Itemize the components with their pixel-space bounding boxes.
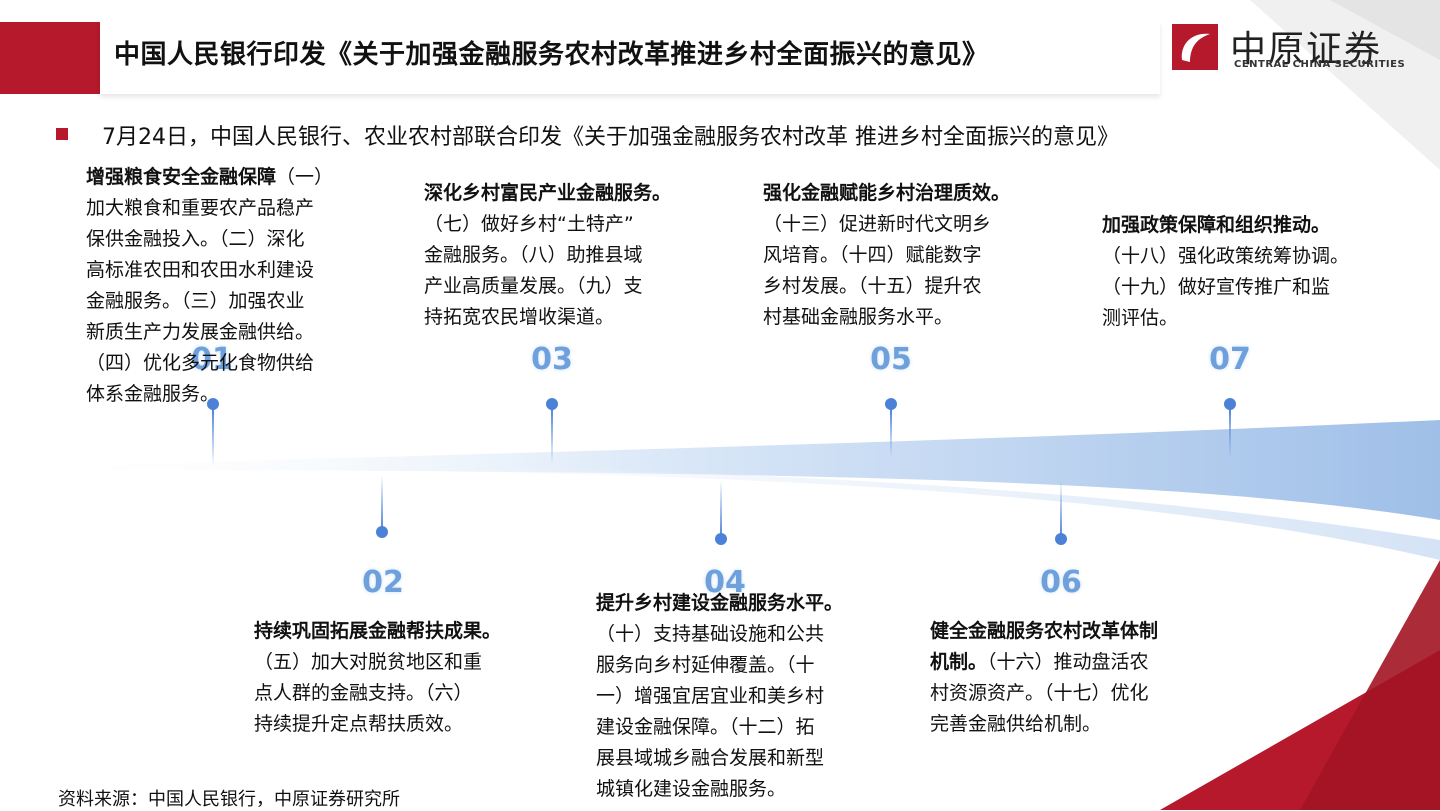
item-line: 建设金融保障。（十二）拓 — [596, 716, 815, 738]
item-line: 体系金融服务。 — [86, 383, 220, 405]
item-title: 健全金融服务农村改革体制 — [930, 616, 1210, 647]
item-line: （五）加大对脱贫地区和重 — [254, 651, 483, 673]
timeline-dot-01 — [207, 398, 219, 410]
timeline-dot-04 — [715, 533, 727, 545]
item-line: 高标准农田和农田水利建设 — [86, 259, 315, 281]
logo-mark-icon — [1172, 24, 1218, 70]
step-number-05: 05 — [870, 342, 912, 377]
item-title-text: 持续巩固拓展金融帮扶成果。 — [254, 620, 502, 642]
timeline-dot-03 — [546, 398, 558, 410]
subtitle: 7月24日，中国人民银行、农业农村部联合印发《关于加强金融服务农村改革 推进乡村… — [102, 125, 1119, 150]
item-line: （十八）强化政策统筹协调。 — [1102, 245, 1350, 267]
left-accent-bar — [0, 22, 100, 94]
item-line: 点人群的金融支持。（六） — [254, 682, 473, 704]
item-line: 风培育。（十四）赋能数字 — [763, 244, 982, 266]
item-block-04: 提升乡村建设金融服务水平。 （十）支持基础设施和公共 服务向乡村延伸覆盖。（十 … — [596, 588, 876, 805]
item-title-text: 加强政策保障和组织推动。 — [1102, 214, 1331, 236]
item-line: 持续提升定点帮扶质效。 — [254, 713, 464, 735]
connector-line-07 — [1229, 408, 1231, 458]
bullet-square-icon — [56, 128, 68, 140]
item-block-07: 加强政策保障和组织推动。 （十八）强化政策统筹协调。 （十九）做好宣传推广和监 … — [1102, 210, 1402, 334]
logo-chinese-text: 中原证券 — [1230, 29, 1383, 70]
connector-line-04 — [720, 480, 722, 538]
page-title: 中国人民银行印发《关于加强金融服务农村改革推进乡村全面振兴的意见》 — [114, 40, 989, 70]
item-title-text: 深化乡村富民产业金融服务。 — [424, 182, 672, 204]
item-title-text: 强化金融赋能乡村治理质效。 — [763, 182, 1011, 204]
item-line: 服务向乡村延伸覆盖。（十 — [596, 654, 815, 676]
connector-line-03 — [551, 408, 553, 464]
step-number-01: 01 — [191, 342, 233, 377]
item-block-05: 强化金融赋能乡村治理质效。 （十三）促进新时代文明乡 风培育。（十四）赋能数字 … — [763, 178, 1043, 333]
item-line: 村资源资产。（十七）优化 — [930, 682, 1149, 704]
item-title-text: 提升乡村建设金融服务水平。 — [596, 592, 844, 614]
connector-line-02 — [381, 475, 383, 530]
item-text: （十六）推动盘活农 — [987, 651, 1149, 673]
item-line: 保供金融投入。（二）深化 — [86, 228, 305, 250]
item-line: 金融服务。（八）助推县域 — [424, 244, 643, 266]
item-line: 测评估。 — [1102, 307, 1179, 329]
item-line: 完善金融供给机制。 — [930, 713, 1102, 735]
title-band — [100, 22, 1160, 94]
step-number-04: 04 — [704, 565, 746, 600]
item-line: 增强粮食安全金融保障（一） — [86, 162, 356, 193]
source-note: 资料来源：中国人民银行，中原证券研究所 — [58, 789, 400, 810]
item-block-01: 增强粮食安全金融保障（一） 加大粮食和重要农产品稳产 保供金融投入。（二）深化 … — [86, 162, 356, 410]
item-line: 机制。（十六）推动盘活农 — [930, 647, 1210, 678]
item-block-03: 深化乡村富民产业金融服务。 （七）做好乡村“土特产” 金融服务。（八）助推县域 … — [424, 178, 704, 333]
connector-line-06 — [1060, 480, 1062, 538]
item-line: 加大粮食和重要农产品稳产 — [86, 197, 315, 219]
item-title: 强化金融赋能乡村治理质效。 — [763, 178, 1043, 209]
item-text: （一） — [276, 166, 334, 188]
item-line: （十九）做好宣传推广和监 — [1102, 276, 1331, 298]
company-logo: 中原证券 CENTRAL CHINA SECURITIES — [1172, 24, 1412, 74]
item-line: 村基础金融服务水平。 — [763, 306, 954, 328]
item-title: 持续巩固拓展金融帮扶成果。 — [254, 616, 534, 647]
logo-english-text: CENTRAL CHINA SECURITIES — [1234, 59, 1406, 70]
item-block-06: 健全金融服务农村改革体制 机制。（十六）推动盘活农 村资源资产。（十七）优化 完… — [930, 616, 1210, 740]
timeline-dot-06 — [1055, 533, 1067, 545]
item-line: （十三）促进新时代文明乡 — [763, 213, 992, 235]
timeline-dot-05 — [885, 398, 897, 410]
item-line: 乡村发展。（十五）提升农 — [763, 275, 982, 297]
item-title: 提升乡村建设金融服务水平。 — [596, 588, 876, 619]
item-line: 持拓宽农民增收渠道。 — [424, 306, 615, 328]
connector-line-05 — [890, 408, 892, 458]
connector-line-01 — [212, 408, 214, 466]
step-number-06: 06 — [1040, 565, 1082, 600]
timeline-dot-07 — [1224, 398, 1236, 410]
step-number-07: 07 — [1209, 342, 1251, 377]
item-line: （十）支持基础设施和公共 — [596, 623, 825, 645]
item-title: 加强政策保障和组织推动。 — [1102, 210, 1402, 241]
item-line: 城镇化建设金融服务。 — [596, 778, 787, 800]
item-line: （四）优化多元化食物供给 — [86, 352, 315, 374]
step-number-03: 03 — [531, 342, 573, 377]
item-title: 深化乡村富民产业金融服务。 — [424, 178, 704, 209]
item-line: 一）增强宜居宜业和美乡村 — [596, 685, 825, 707]
item-title-cont: 机制。 — [930, 651, 988, 673]
item-block-02: 持续巩固拓展金融帮扶成果。 （五）加大对脱贫地区和重 点人群的金融支持。（六） … — [254, 616, 534, 740]
timeline-dot-02 — [376, 526, 388, 538]
step-number-02: 02 — [362, 565, 404, 600]
item-line: （七）做好乡村“土特产” — [424, 213, 634, 235]
item-line: 产业高质量发展。（九）支 — [424, 275, 643, 297]
item-title-text: 健全金融服务农村改革体制 — [930, 620, 1159, 642]
item-line: 新质生产力发展金融供给。 — [86, 321, 315, 343]
item-line: 展县域城乡融合发展和新型 — [596, 747, 825, 769]
item-title: 增强粮食安全金融保障 — [86, 166, 277, 188]
item-line: 金融服务。（三）加强农业 — [86, 290, 305, 312]
